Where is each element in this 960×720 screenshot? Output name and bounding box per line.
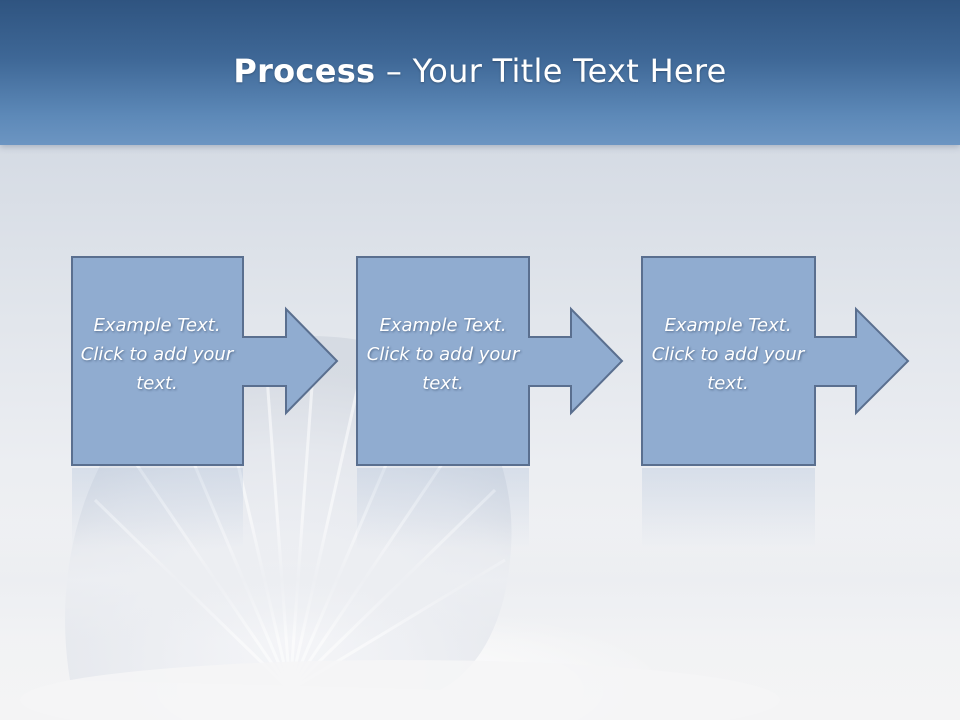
process-step-1-text[interactable]: Example Text. Click to add your text. <box>80 315 234 394</box>
process-step-3-arrow-shape <box>641 256 910 466</box>
process-step-2[interactable] <box>356 256 624 548</box>
process-step-2-text[interactable]: Example Text. Click to add your text. <box>366 315 520 394</box>
title-rest-text: – Your Title Text Here <box>375 52 727 90</box>
process-step-3-reflection <box>642 468 815 548</box>
title-bar <box>0 0 960 145</box>
process-step-3[interactable] <box>641 256 910 548</box>
process-step-1[interactable] <box>71 256 339 548</box>
title-bold-word: Process <box>233 52 376 90</box>
process-step-2-arrow-shape <box>356 256 624 466</box>
slide-title[interactable]: Process – Your Title Text Here <box>0 52 960 90</box>
process-step-1-arrow-shape <box>71 256 339 466</box>
process-step-2-reflection <box>357 468 529 548</box>
process-step-3-text[interactable]: Example Text. Click to add your text. <box>651 315 805 394</box>
process-step-1-reflection <box>72 468 243 548</box>
